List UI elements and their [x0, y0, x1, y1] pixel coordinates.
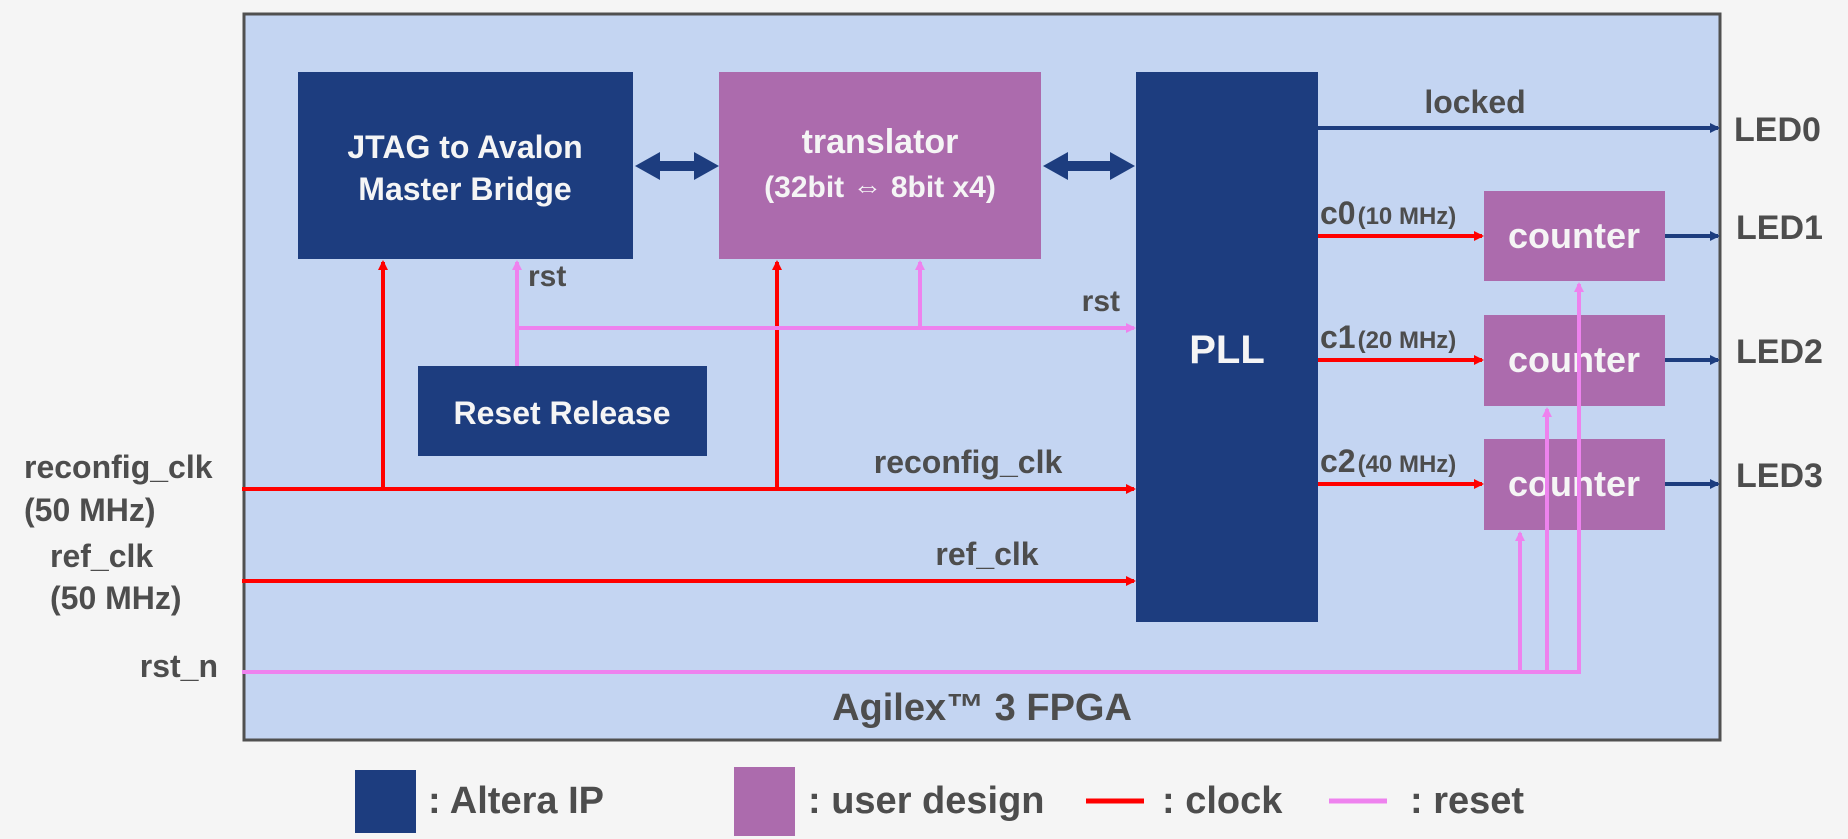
svg-text:c2(40 MHz): c2(40 MHz)	[1320, 443, 1456, 479]
input-reconfig-clk-name: reconfig_clk	[24, 449, 213, 485]
led3-label: LED3	[1736, 457, 1823, 495]
jtag-bridge-label-line1: JTAG to Avalon	[347, 129, 582, 165]
led1-label: LED1	[1736, 209, 1823, 247]
counter-block-0[interactable]: counter	[1484, 191, 1665, 281]
c0-label: c0(10 MHz)	[1320, 195, 1456, 231]
led-outputs	[1318, 123, 1720, 489]
bus-arrow-translator-pll	[1043, 152, 1135, 180]
c1-label: c1(20 MHz)	[1320, 319, 1456, 355]
counter-block-2[interactable]: counter	[1484, 439, 1665, 530]
counter-label: counter	[1508, 215, 1640, 256]
ref-clk-label: ref_clk	[935, 536, 1038, 572]
reconfig-clk-label: reconfig_clk	[874, 444, 1063, 480]
rst-wire	[512, 260, 1136, 366]
legend: : Altera IP : user design : clock : rese…	[355, 767, 1524, 836]
counter-label: counter	[1508, 339, 1640, 380]
input-reconfig-clk-freq: (50 MHz)	[24, 492, 156, 528]
translator-label-line1: translator	[802, 123, 959, 161]
jtag-bridge-block[interactable]: JTAG to Avalon Master Bridge	[298, 72, 633, 259]
rst-n-wire	[242, 282, 1584, 674]
svg-text:c0(10 MHz): c0(10 MHz)	[1320, 195, 1456, 231]
legend-user-design-swatch	[734, 767, 795, 836]
legend-altera-ip-label: : Altera IP	[428, 780, 604, 822]
legend-altera-ip-swatch	[355, 770, 416, 833]
svg-text:c1(20 MHz): c1(20 MHz)	[1320, 319, 1456, 355]
rst-label-pll: rst	[1082, 285, 1120, 318]
legend-reset-label: : reset	[1410, 780, 1524, 822]
rst-label-jtag: rst	[528, 260, 566, 293]
led2-label: LED2	[1736, 333, 1823, 371]
jtag-bridge-label-line2: Master Bridge	[358, 171, 571, 207]
reconfig-clk-wire	[242, 260, 1136, 494]
fpga-label: Agilex™ 3 FPGA	[832, 687, 1132, 729]
reset-release-label: Reset Release	[453, 395, 670, 431]
input-ref-clk-freq: (50 MHz)	[50, 580, 182, 616]
bus-arrow-jtag-translator	[635, 152, 719, 180]
input-rst-n: rst_n	[140, 648, 218, 684]
c2-label: c2(40 MHz)	[1320, 443, 1456, 479]
reset-release-block[interactable]: Reset Release	[418, 366, 707, 456]
pll-clock-outputs	[1318, 231, 1484, 489]
locked-label: locked	[1424, 84, 1525, 120]
led0-label: LED0	[1734, 111, 1821, 149]
translator-label-line2: (32bit ⇔ 8bit x4)	[764, 171, 996, 204]
legend-clock-label: : clock	[1162, 780, 1283, 822]
pll-block[interactable]: PLL	[1136, 72, 1318, 622]
pll-label: PLL	[1189, 328, 1265, 372]
legend-user-design-label: : user design	[808, 780, 1045, 822]
translator-block[interactable]: translator (32bit ⇔ 8bit x4)	[719, 72, 1041, 259]
counter-label: counter	[1508, 463, 1640, 504]
counter-block-1[interactable]: counter	[1484, 315, 1665, 406]
input-ref-clk-name: ref_clk	[50, 538, 153, 574]
